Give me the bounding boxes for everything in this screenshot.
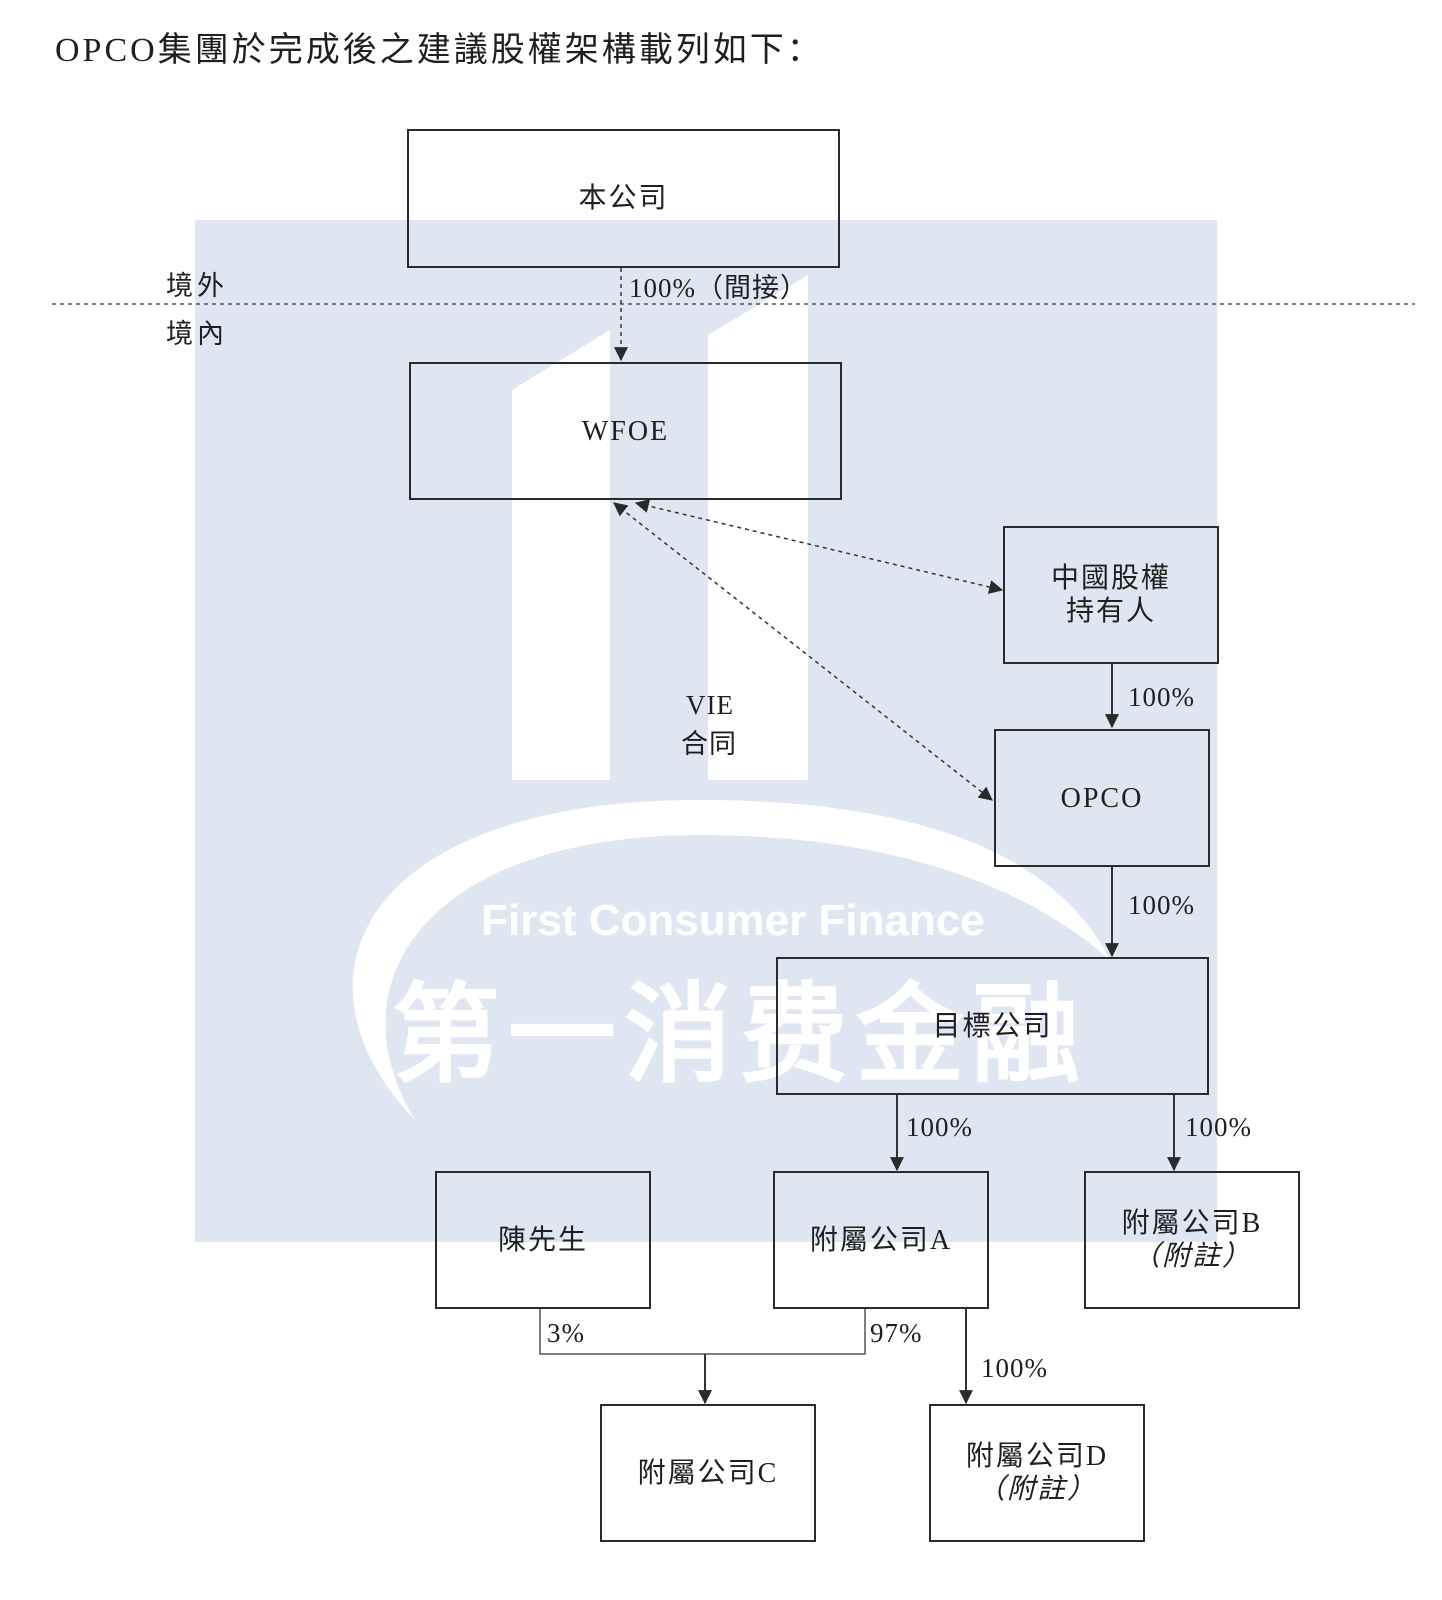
subsidiary-a-box: 附屬公司A <box>773 1171 989 1309</box>
mr-chan-label: 陳先生 <box>497 1224 588 1256</box>
wfoe-opco-vie-arrow <box>613 502 993 801</box>
subsidiary-d-box: 附屬公司D （附註） <box>929 1404 1145 1542</box>
chan-to-sub-c-pct: 3% <box>547 1318 585 1348</box>
subsidiary-b-note: （附註） <box>1131 1241 1252 1272</box>
opco-label: OPCO <box>1060 782 1144 814</box>
subsidiary-c-box: 附屬公司C <box>600 1404 816 1542</box>
subsidiary-a-label: 附屬公司A <box>809 1224 953 1256</box>
prc-holders-box: 中國股權 持有人 <box>1003 526 1219 664</box>
company-label: 本公司 <box>578 183 669 214</box>
sub-a-to-sub-d-pct: 100% <box>981 1353 1048 1383</box>
wfoe-holders-vie-arrow <box>634 499 1004 594</box>
opco-to-target-pct: 100% <box>1128 890 1195 920</box>
vie-contract-label-line1: VIE <box>686 690 734 720</box>
subsidiary-c-label: 附屬公司C <box>637 1457 779 1489</box>
company-to-wfoe-pct: 100%（間接） <box>629 273 808 303</box>
subsidiary-d-label: 附屬公司D <box>965 1441 1109 1472</box>
sub-a-to-sub-c-pct: 97% <box>870 1318 923 1348</box>
mr-chan-box: 陳先生 <box>435 1171 651 1309</box>
subsidiary-b-box: 附屬公司B （附註） <box>1084 1171 1300 1309</box>
target-company-box: 目標公司 <box>776 957 1209 1095</box>
watermark-chinese: 第一消费金融 <box>392 973 1088 1098</box>
wfoe-label: WFOE <box>581 415 670 447</box>
subsidiary-b-label: 附屬公司B <box>1121 1208 1263 1239</box>
page-heading: OPCO集團於完成後之建議股權架構載列如下： <box>55 32 824 69</box>
wfoe-box: WFOE <box>409 362 842 500</box>
watermark-pillar-left <box>512 330 610 780</box>
prc-holders-label-line2: 持有人 <box>1065 596 1156 627</box>
company-box: 本公司 <box>407 129 840 268</box>
offshore-label: 境外 <box>166 271 228 301</box>
target-to-sub-a-pct: 100% <box>906 1112 973 1142</box>
vie-contract-label-line2: 合同 <box>681 729 737 759</box>
watermark-english: First Consumer Finance <box>481 896 985 945</box>
subsidiary-d-note: （附註） <box>976 1474 1097 1505</box>
target-to-sub-b-pct: 100% <box>1185 1112 1252 1142</box>
holders-to-opco-pct: 100% <box>1128 682 1195 712</box>
prc-holders-label-line1: 中國股權 <box>1050 563 1171 594</box>
target-company-label: 目標公司 <box>932 1010 1053 1042</box>
opco-box: OPCO <box>994 729 1210 867</box>
onshore-label: 境內 <box>166 319 228 349</box>
sub-c-ownership-bracket <box>539 1308 866 1355</box>
